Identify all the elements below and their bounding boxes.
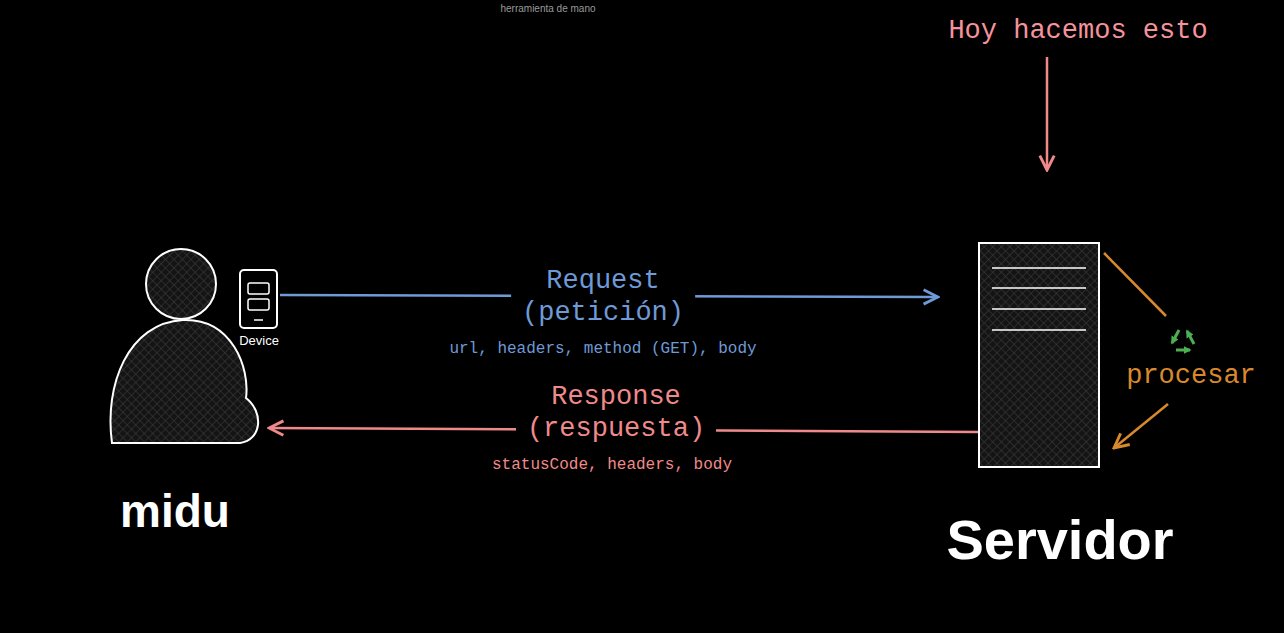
device-icon-outline [238,268,280,330]
phone-outline [240,270,277,328]
process-arrow [1114,404,1168,448]
server-slot [992,329,1086,331]
server-slot [992,267,1086,269]
process-label: procesar [1126,361,1256,392]
person-body [110,320,258,443]
phone-button [254,319,263,321]
response-fields: statusCode, headers, body [492,456,732,474]
server-box: Servidor [978,242,1100,468]
edge-label: Request (petición) [511,265,695,330]
device-label: Device [239,334,279,349]
server-slot [992,287,1086,289]
server-outline [979,243,1099,467]
device-icon: Device [238,268,280,330]
phone-screen-block [248,299,269,310]
request-fields: url, headers, method (GET), body [449,340,756,358]
recycle-symbol [1172,330,1194,350]
edge-label: Response (respuesta) [516,381,716,446]
watermark-text: herramienta de mano [500,3,595,15]
server-slot [992,308,1086,310]
callout-title: Hoy hacemos esto [948,16,1207,47]
server-name: Servidor [946,508,1173,572]
phone-screen-block [248,283,269,294]
process-line [1104,253,1166,316]
server-box-outline [978,242,1100,468]
pointer-arrow [1046,57,1049,170]
person-head [146,249,216,319]
person-name: midu [120,485,230,538]
